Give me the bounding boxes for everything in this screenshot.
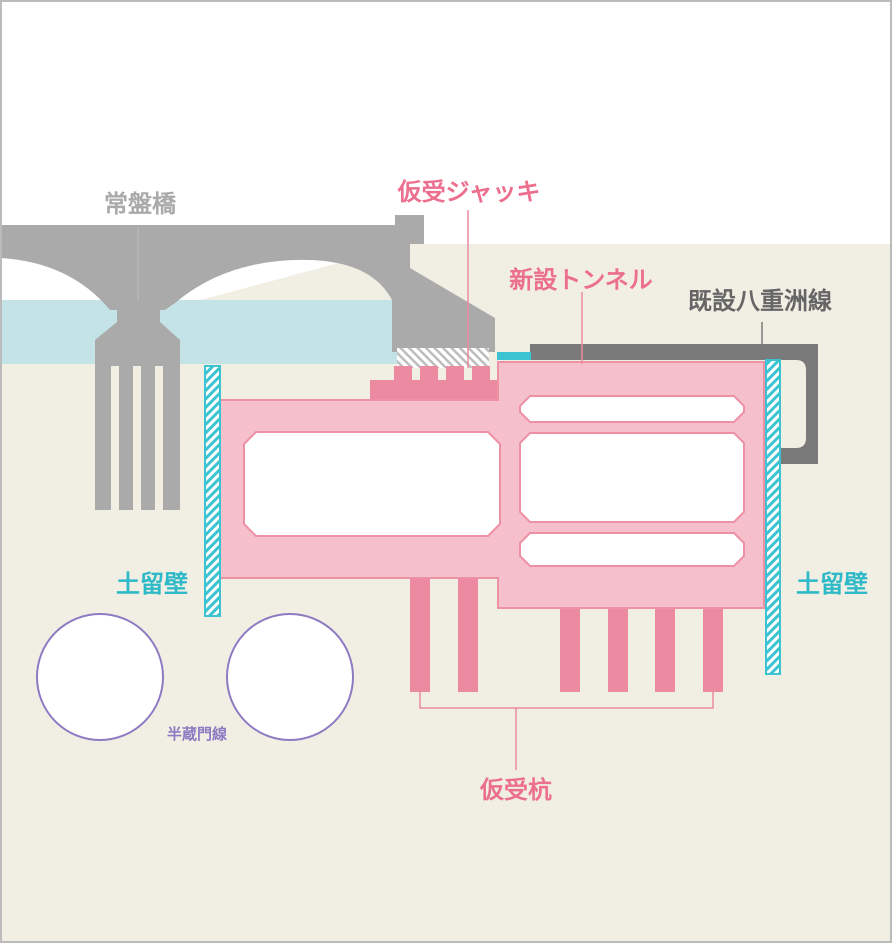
retaining-wall-right — [765, 359, 781, 675]
new-tunnel-label: 新設トンネル — [509, 266, 653, 294]
tunnel-openings — [243, 395, 745, 567]
hanzomon-tunnel-right — [226, 613, 354, 741]
retaining-wall-left-label: 土留壁 — [116, 570, 188, 598]
retaining-wall-right-label: 土留壁 — [796, 570, 868, 598]
temporary-jack-hatch — [397, 348, 489, 368]
existing-yaesu-line — [530, 344, 818, 464]
piles-bracket — [419, 692, 714, 770]
temporary-piles — [410, 576, 723, 692]
temporary-jacks — [370, 366, 500, 400]
bridge-label: 常盤橋 — [104, 190, 177, 218]
retaining-wall-left — [204, 365, 221, 617]
river-water — [0, 300, 400, 364]
existing-line-label: 既設八重洲線 — [688, 287, 832, 315]
temp-piles-label: 仮受杭 — [479, 776, 552, 804]
bridge-pier-slits — [111, 366, 163, 510]
hanzomon-tunnel-left — [36, 613, 164, 741]
jack-label: 仮受ジャッキ — [397, 178, 541, 206]
connector-cyan — [497, 352, 531, 360]
hanzomon-label: 半蔵門線 — [167, 725, 227, 743]
